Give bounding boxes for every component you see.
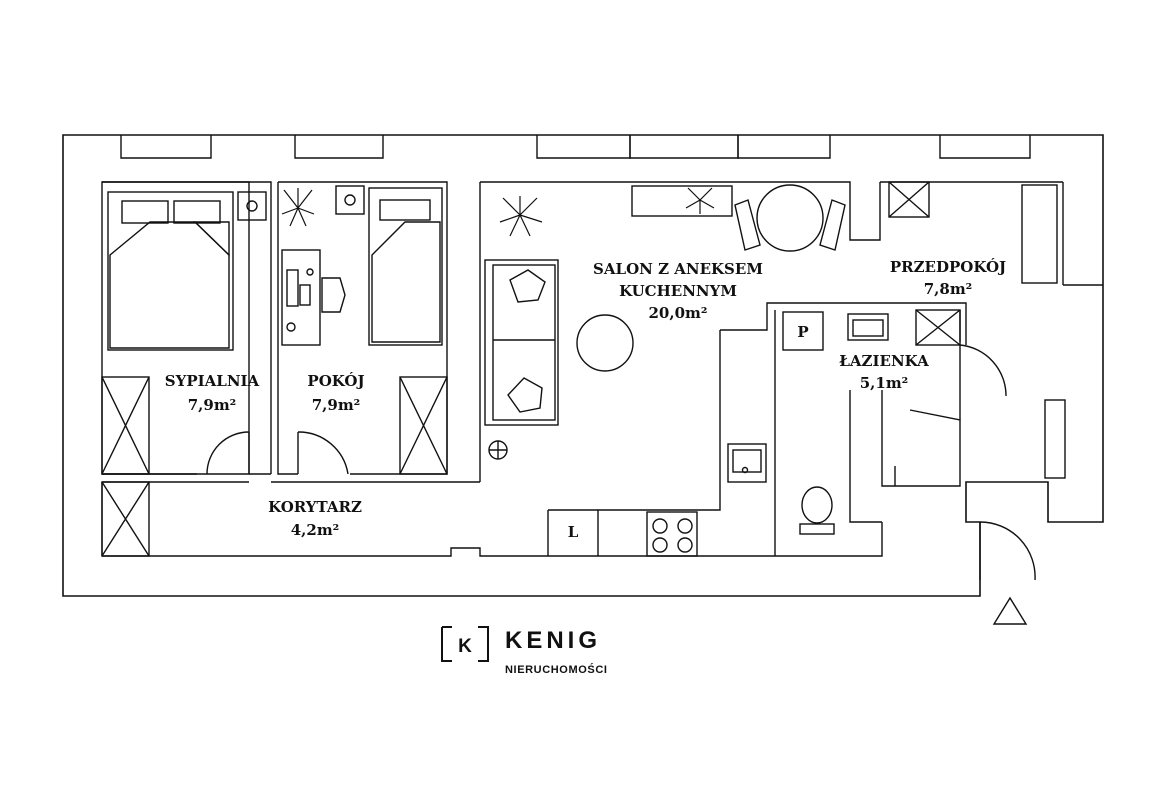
doors <box>206 344 1036 581</box>
washer-letter: P <box>797 323 808 341</box>
nightstands <box>237 185 365 221</box>
room-name-lazienka: ŁAZIENKA <box>839 352 929 370</box>
stove <box>646 511 698 557</box>
coffee-table <box>576 314 634 372</box>
room-name-korytarz: KORYTARZ <box>268 498 362 516</box>
windows <box>120 135 1031 159</box>
sofa <box>484 259 559 426</box>
room-area-korytarz: 4,2m² <box>291 521 340 539</box>
room-area-przedpokoj: 7,8m² <box>924 280 973 298</box>
logo-title: KENIG <box>505 627 601 654</box>
single-bed <box>368 187 443 346</box>
logo-mark-letter: K <box>458 636 472 657</box>
room-name-salon-line1: SALON Z ANEKSEM <box>593 260 763 278</box>
room-name-pokoj: POKÓJ <box>307 372 364 390</box>
room-name-sypialnia: SYPIALNIA <box>165 372 260 390</box>
floor-lamp <box>488 440 508 460</box>
washing-machine <box>782 311 824 351</box>
dining-set <box>631 184 846 252</box>
interior-walls <box>101 181 1103 557</box>
kenig-logo: K KENIG NIERUCHOMOŚCI <box>441 626 608 676</box>
room-area-salon: 20,0m² <box>649 304 708 322</box>
room-name-przedpokoj: PRZEDPOKÓJ <box>890 258 1006 276</box>
plant-icon <box>281 187 715 237</box>
bathroom-sink <box>847 313 889 341</box>
room-area-sypialnia: 7,9m² <box>188 396 237 414</box>
toilet <box>799 486 835 535</box>
double-bed <box>107 191 234 351</box>
logo-subtitle: NIERUCHOMOŚCI <box>505 663 608 676</box>
wardrobe <box>1021 184 1066 479</box>
room-name-salon-line2: KUCHENNYM <box>619 282 737 300</box>
exterior-walls <box>62 134 1104 597</box>
room-area-pokoj: 7,9m² <box>312 396 361 414</box>
desk <box>281 249 346 346</box>
shower <box>881 390 961 487</box>
room-area-lazienka: 5,1m² <box>860 374 909 392</box>
fridge-letter: L <box>568 523 579 541</box>
kitchen-sink <box>727 443 767 483</box>
entrance-marker-icon <box>992 596 1028 625</box>
closets <box>101 181 961 557</box>
